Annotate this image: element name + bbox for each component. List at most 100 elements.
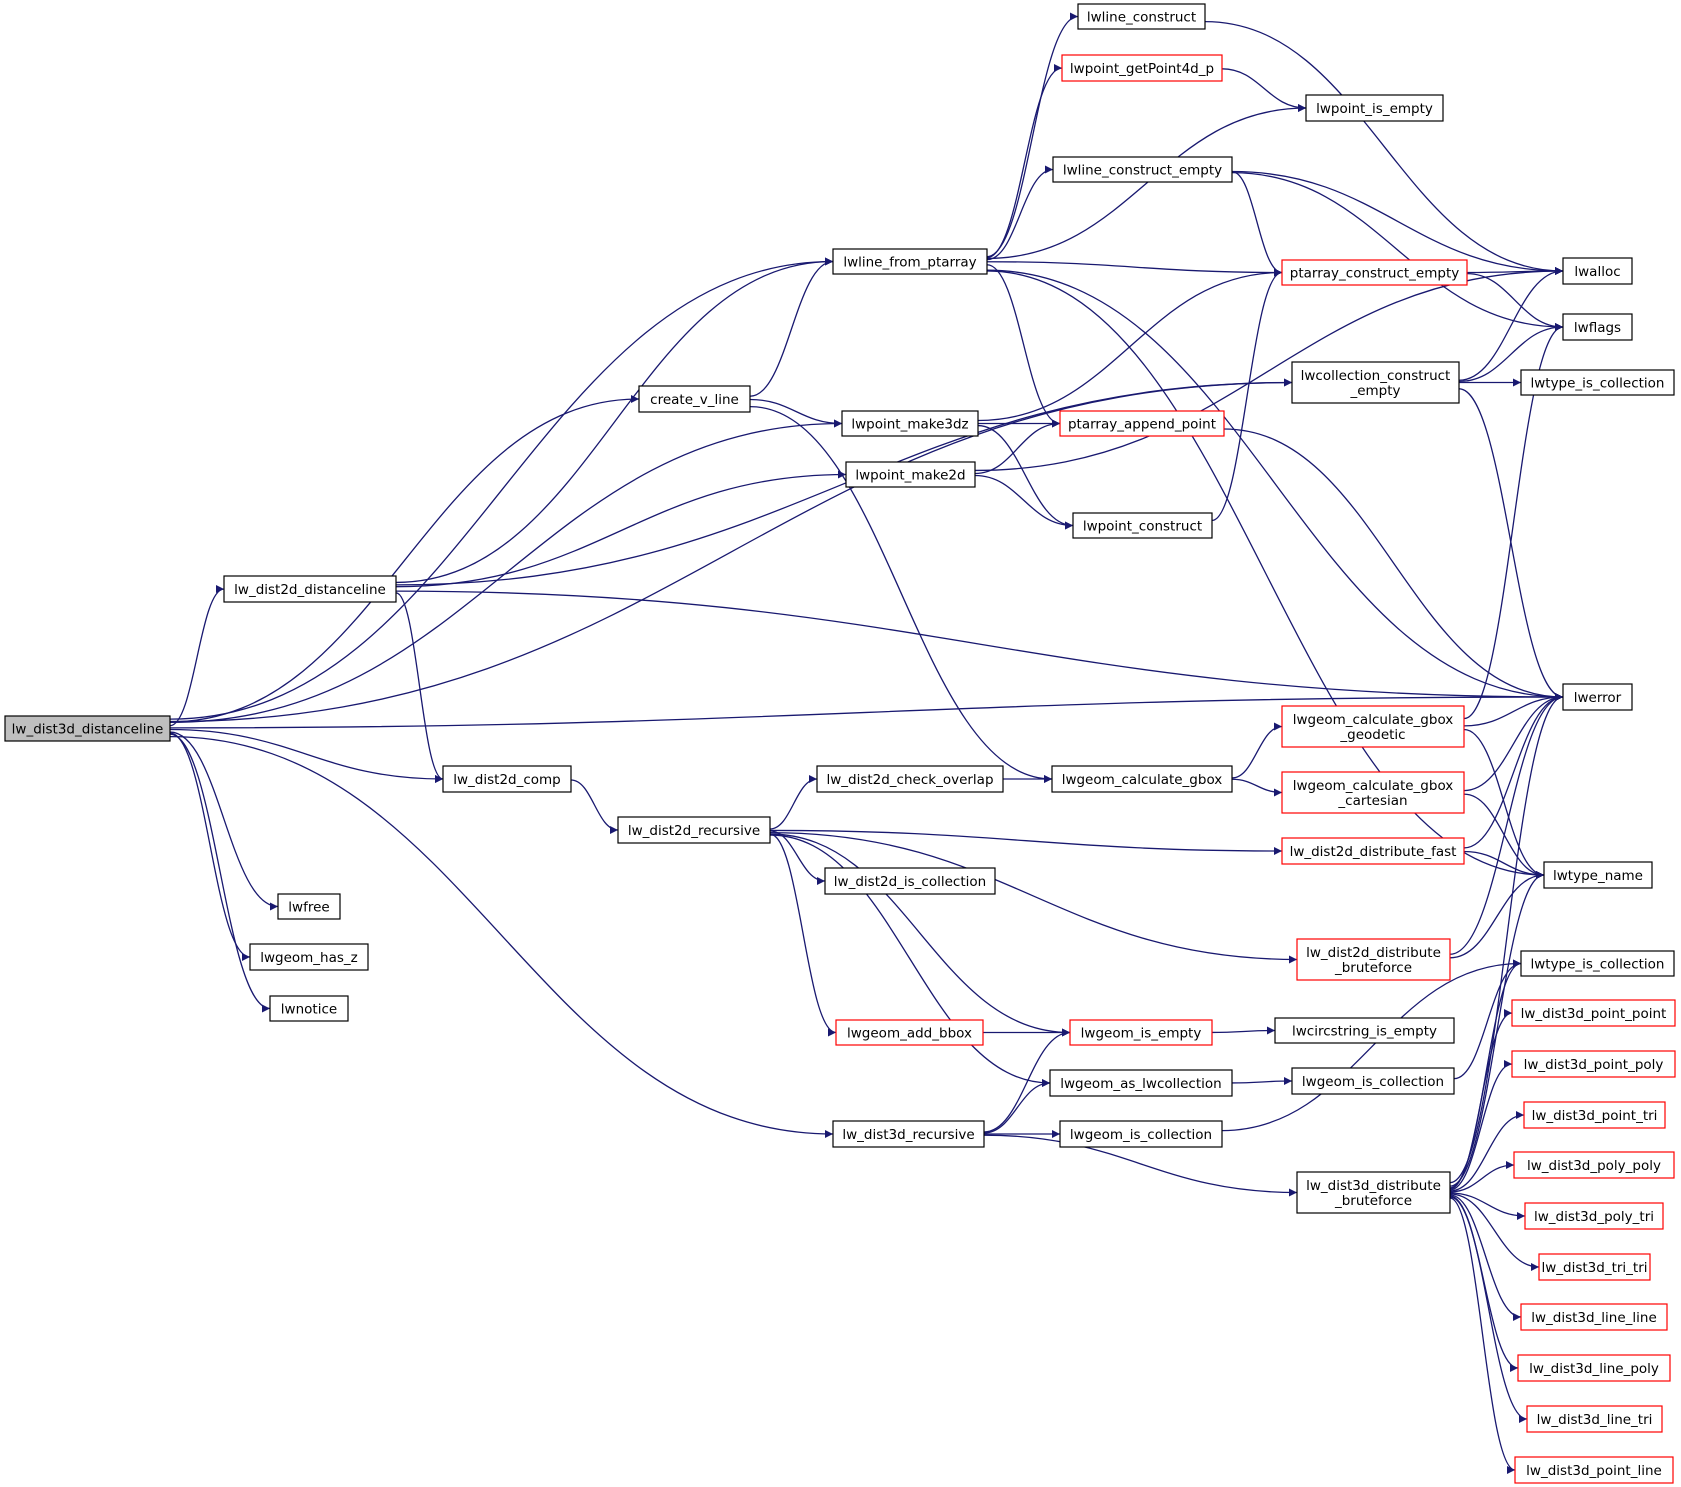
node-box (638, 385, 751, 413)
node-label: lwcollection_construct (1301, 368, 1451, 384)
edge-lw_dist3d_distribute_bruteforce-to-lw_dist3d_tri_tri (1449, 1193, 1540, 1271)
edge-lw_dist3d_distribute_bruteforce-to-lw_dist3d_poly_poly (1449, 1161, 1515, 1193)
node-lw-dist2d-distanceline[interactable]: lw_dist2d_distanceline (223, 575, 397, 603)
node-label: lwfree (288, 900, 329, 916)
node-box (1520, 369, 1675, 396)
node-label: lw_dist3d_distanceline (12, 722, 164, 738)
node-label: lw_dist2d_comp (453, 772, 561, 788)
node-lwerror[interactable]: lwerror (1562, 683, 1633, 711)
node-box (277, 893, 341, 920)
node-label: lwpoint_make2d (855, 468, 965, 484)
node-lwgeom-add-bbox[interactable]: lwgeom_add_bbox (835, 1019, 984, 1046)
node-lwgeom-is-collection-low[interactable]: lwgeom_is_collection (1059, 1120, 1223, 1148)
node-ptarray-append-point[interactable]: ptarray_append_point (1059, 410, 1225, 437)
node-lw-dist2d-comp[interactable]: lw_dist2d_comp (442, 765, 572, 793)
node-label: lwflags (1574, 320, 1621, 336)
edge-lw_dist2d_recursive-to-lwgeom_add_bbox (769, 833, 837, 1037)
node-lw-dist3d-poly-tri[interactable]: lw_dist3d_poly_tri (1524, 1202, 1664, 1230)
node-lw-dist2d-distribute-fast[interactable]: lw_dist2d_distribute_fast (1281, 837, 1465, 865)
edge-lwline_from_ptarray-to-ptarray_append_point (986, 264, 1061, 428)
node-label: lw_dist3d_poly_poly (1527, 1158, 1661, 1174)
node-box (1511, 1050, 1676, 1078)
node-lw-dist3d-poly-poly[interactable]: lw_dist3d_poly_poly (1513, 1151, 1675, 1179)
node-lwtype-is-collection-top[interactable]: lwtype_is_collection (1520, 369, 1675, 396)
node-lwtype-name[interactable]: lwtype_name (1543, 861, 1653, 889)
node-label: lwgeom_calculate_gbox (1062, 772, 1223, 788)
node-label: lw_dist2d_distribute (1306, 945, 1441, 961)
node-label: lw_dist3d_tri_tri (1541, 1260, 1647, 1276)
node-label: lwalloc (1574, 264, 1620, 280)
edge-lw_dist3d_distribute_bruteforce-to-lw_dist3d_line_line (1449, 1194, 1522, 1321)
node-lw-dist3d-line-poly[interactable]: lw_dist3d_line_poly (1517, 1354, 1671, 1382)
node-label: lwgeom_has_z (260, 950, 358, 966)
node-lw-dist3d-tri-tri[interactable]: lw_dist3d_tri_tri (1538, 1253, 1651, 1281)
node-label: lw_dist2d_is_collection (834, 874, 986, 890)
node-lw-dist3d-distribute-bruteforce[interactable]: lw_dist3d_distribute_bruteforce (1296, 1171, 1451, 1214)
node-lwflags[interactable]: lwflags (1562, 313, 1633, 341)
node-label: lwgeom_calculate_gbox (1293, 712, 1454, 728)
node-lwline-from-ptarray[interactable]: lwline_from_ptarray (832, 248, 988, 275)
node-lw-dist3d-line-line[interactable]: lw_dist3d_line_line (1520, 1303, 1668, 1331)
node-label: _cartesian (1337, 793, 1407, 809)
node-box (269, 995, 349, 1022)
node-lwgeom-calculate-gbox-cartesian[interactable]: lwgeom_calculate_gbox_cartesian (1281, 771, 1465, 814)
node-lwtype-is-collection-bottom[interactable]: lwtype_is_collection (1520, 950, 1675, 977)
node-lwpoint-make2d[interactable]: lwpoint_make2d (845, 461, 976, 488)
node-label: lw_dist3d_point_point (1521, 1006, 1667, 1022)
node-lwgeom-is-empty[interactable]: lwgeom_is_empty (1069, 1019, 1213, 1046)
edge-create_v_line-to-lwgeom_calculate_gbox (749, 405, 1053, 783)
node-lw-dist2d-is-collection[interactable]: lw_dist2d_is_collection (824, 867, 996, 895)
node-lwalloc[interactable]: lwalloc (1562, 257, 1633, 285)
node-lw-dist3d-point-poly[interactable]: lw_dist3d_point_poly (1511, 1050, 1676, 1078)
edge-lw_dist3d_distribute_bruteforce-to-lwtype_name (1449, 871, 1545, 1187)
edge-lwpoint_make3dz-to-ptarray_construct_empty (977, 268, 1283, 422)
node-lw-dist3d-point-point[interactable]: lw_dist3d_point_point (1511, 999, 1676, 1027)
edge-lwpoint_make2d-to-lwpoint_construct (974, 474, 1074, 530)
node-lwline-construct[interactable]: lwline_construct (1077, 3, 1206, 30)
node-lw-dist2d-distribute-bruteforce[interactable]: lw_dist2d_distribute_bruteforce (1296, 938, 1451, 981)
node-label: _empty (1349, 383, 1400, 399)
node-lwpoint-make3dz[interactable]: lwpoint_make3dz (841, 410, 979, 437)
node-lw-dist3d-point-line[interactable]: lw_dist3d_point_line (1514, 1456, 1674, 1484)
node-box (1520, 1303, 1668, 1331)
edge-lw_dist2d_distanceline-to-lwcollection_construct_empty (395, 378, 1293, 586)
node-lw-dist2d-recursive[interactable]: lw_dist2d_recursive (617, 816, 771, 844)
node-lwgeom-calculate-gbox-geodetic[interactable]: lwgeom_calculate_gbox_geodetic (1281, 705, 1465, 748)
edge-lwgeom_calculate_gbox_geodetic-to-lwerror (1463, 693, 1564, 727)
node-lwpoint-is-empty[interactable]: lwpoint_is_empty (1305, 94, 1444, 122)
node-label: lwtype_name (1553, 868, 1643, 884)
node-lwcollection-construct-empty[interactable]: lwcollection_construct_empty (1291, 361, 1460, 404)
node-lwnotice[interactable]: lwnotice (269, 995, 349, 1022)
node-lwcircstring-is-empty[interactable]: lwcircstring_is_empty (1274, 1017, 1455, 1044)
node-box (617, 816, 771, 844)
edge-lwline_construct_empty-to-lwflags (1231, 172, 1564, 331)
node-lw-dist2d-check-overlap[interactable]: lw_dist2d_check_overlap (816, 765, 1004, 793)
edge-lwgeom_calculate_gbox-to-lwgeom_calculate_gbox_cartesian (1231, 778, 1283, 797)
node-label: lwgeom_as_lwcollection (1060, 1076, 1221, 1092)
edge-lw_dist2d_recursive-to-lwgeom_is_empty (769, 833, 1071, 1037)
node-lwpoint-getPoint4d-p[interactable]: lwpoint_getPoint4d_p (1061, 54, 1223, 82)
node-ptarray-construct-empty[interactable]: ptarray_construct_empty (1281, 259, 1468, 286)
node-lw-dist3d-point-tri[interactable]: lw_dist3d_point_tri (1523, 1101, 1666, 1129)
node-create-v-line[interactable]: create_v_line (638, 385, 751, 413)
edge-lw_dist3d_distanceline-to-lwpoint_make3dz (169, 419, 843, 724)
node-lwgeom-calculate-gbox[interactable]: lwgeom_calculate_gbox (1051, 765, 1233, 793)
node-label: _bruteforce (1334, 960, 1412, 976)
node-lwpoint-construct[interactable]: lwpoint_construct (1072, 512, 1213, 539)
node-box (1513, 1151, 1675, 1179)
edge-create_v_line-to-lwline_from_ptarray (749, 257, 834, 397)
node-lwfree[interactable]: lwfree (277, 893, 341, 920)
edge-lw_dist3d_distanceline-to-lwnotice (169, 733, 271, 1013)
node-lwgeom-as-lwcollection[interactable]: lwgeom_as_lwcollection (1049, 1069, 1233, 1097)
node-lw-dist3d-recursive[interactable]: lw_dist3d_recursive (832, 1120, 985, 1148)
edge-lw_dist2d_recursive-to-lw_dist2d_check_overlap (769, 775, 818, 830)
node-lwline-construct-empty[interactable]: lwline_construct_empty (1052, 156, 1233, 183)
node-lw-dist3d-line-tri[interactable]: lw_dist3d_line_tri (1526, 1405, 1663, 1433)
node-lwgeom-has-z[interactable]: lwgeom_has_z (249, 943, 369, 971)
node-box (1514, 1456, 1674, 1484)
node-label: lw_dist3d_distribute (1306, 1178, 1441, 1194)
node-lwgeom-is-collection-mid[interactable]: lwgeom_is_collection (1291, 1067, 1455, 1095)
edge-lw_dist2d_recursive-to-lwgeom_as_lwcollection (769, 834, 1051, 1087)
node-lw-dist3d-distanceline[interactable]: lw_dist3d_distanceline (4, 715, 171, 742)
